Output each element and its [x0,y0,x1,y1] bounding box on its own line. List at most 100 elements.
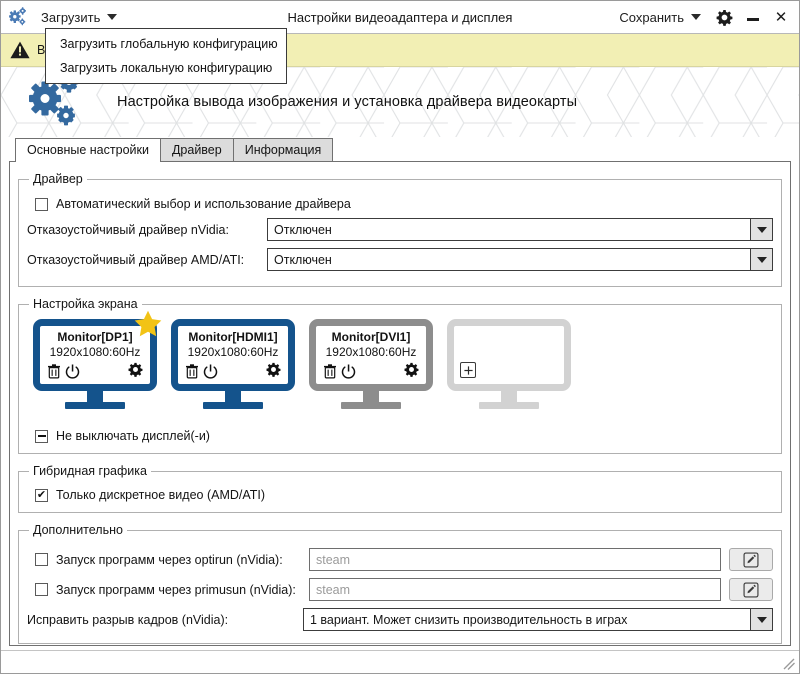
monitor-stand-base [341,402,401,409]
primusrun-edit-button[interactable] [729,578,773,601]
discrete-only-row[interactable]: ✔ Только дискретное видео (AMD/ATI) [35,488,773,502]
monitor-name: Monitor[DVI1] [331,330,411,344]
chevron-down-icon [691,14,701,20]
trash-icon[interactable] [47,363,61,379]
tearfree-label: Исправить разрыв кадров (nVidia): [27,612,229,627]
pencil-square-icon [743,551,759,568]
chevron-down-icon [107,14,118,20]
monitor-add-slot[interactable] [447,319,571,409]
plus-icon[interactable] [460,362,476,378]
monitor-stand-base [479,402,539,409]
auto-driver-row[interactable]: Автоматический выбор и использование дра… [35,197,773,211]
tab-bar: Основные настройки Драйвер Информация [1,137,799,162]
screen-group-legend: Настройка экрана [33,297,138,311]
discrete-only-checkbox[interactable]: ✔ [35,488,48,502]
amd-fallback-label: Отказоустойчивый драйвер AMD/ATI: [27,252,245,267]
keep-display-on-checkbox[interactable] [35,429,48,443]
primusrun-input[interactable]: steam [309,578,721,601]
close-icon: ✕ [774,9,788,26]
load-dropdown-menu[interactable]: Загрузить глобальную конфигурацию Загруз… [45,28,287,84]
optirun-label: Запуск программ через optirun (nVidia): [56,552,283,567]
advanced-group-legend: Дополнительно [33,523,123,537]
monitor-name: Monitor[DP1] [57,330,133,344]
discrete-only-label: Только дискретное видео (AMD/ATI) [56,488,266,502]
driver-group-legend: Драйвер [33,172,83,186]
tearfree-combobox[interactable]: 1 вариант. Может снизить производительно… [303,608,773,631]
app-icon [1,1,35,34]
monitor-screen: Monitor[DP1] 1920x1080:60Hz [33,319,157,391]
menu-item-load-global[interactable]: Загрузить глобальную конфигурацию [60,37,278,51]
save-menu-button[interactable]: Сохранить [613,7,709,28]
warning-text: В [37,43,46,57]
keep-display-on-row[interactable]: Не выключать дисплей(-и) [35,429,773,443]
load-menu-label: Загрузить [41,9,101,25]
monitor-stand-neck [363,391,379,402]
primusrun-row: Запуск программ через primusun (nVidia):… [27,578,773,601]
primary-star-icon[interactable] [134,310,162,337]
gear-icon[interactable] [404,362,419,377]
monitor-stand-neck [225,391,241,402]
monitor-list: Monitor[DP1] 1920x1080:60Hz [27,310,773,411]
monitor-stand-neck [87,391,103,402]
menu-item-load-local[interactable]: Загрузить локальную конфигурацию [60,61,273,75]
advanced-group: Дополнительно Запуск программ через opti… [18,523,782,644]
optirun-input[interactable]: steam [309,548,721,571]
auto-driver-checkbox[interactable] [35,197,48,211]
gear-icon[interactable] [266,362,281,377]
tab-main-settings[interactable]: Основные настройки [15,138,161,162]
title-bar-controls: Сохранить ✕ [613,2,799,32]
monitor-card[interactable]: Monitor[DVI1] 1920x1080:60Hz [309,319,433,409]
amd-fallback-combobox[interactable]: Отключен [267,248,773,271]
auto-driver-label: Автоматический выбор и использование дра… [56,197,351,211]
power-icon[interactable] [203,364,218,379]
tab-content-main-settings: Драйвер Автоматический выбор и использов… [9,161,791,646]
tab-driver[interactable]: Драйвер [159,138,234,162]
optirun-row: Запуск программ через optirun (nVidia): … [27,548,773,571]
monitor-stand-neck [501,391,517,402]
primusrun-label: Запуск программ через primusun (nVidia): [56,582,296,597]
monitor-toolbar [323,362,419,380]
resize-grip-icon[interactable] [782,657,796,671]
primusrun-checkbox[interactable] [35,583,48,596]
minimize-button[interactable] [739,2,767,32]
screen-group: Настройка экрана Monitor[DP1] 1920x1080:… [18,297,782,454]
save-menu-label: Сохранить [619,9,684,25]
optirun-edit-button[interactable] [729,548,773,571]
pencil-square-icon [743,581,759,598]
nvidia-fallback-value: Отключен [274,222,332,237]
monitor-resolution: 1920x1080:60Hz [49,345,141,359]
monitor-toolbar [185,362,281,380]
power-icon[interactable] [65,364,80,379]
optirun-checkbox[interactable] [35,553,48,566]
power-icon[interactable] [341,364,356,379]
amd-fallback-value: Отключен [274,252,332,267]
chevron-down-icon[interactable] [750,249,772,270]
monitor-name: Monitor[HDMI1] [188,330,278,344]
status-bar [1,650,799,673]
gear-icon[interactable] [128,362,143,377]
warning-triangle-icon [10,41,30,59]
minimize-icon [747,17,759,21]
trash-icon[interactable] [185,363,199,379]
amd-fallback-row: Отказоустойчивый драйвер AMD/ATI: Отключ… [27,248,773,271]
trash-icon[interactable] [323,363,337,379]
settings-button[interactable] [709,2,739,32]
monitor-resolution: 1920x1080:60Hz [187,345,279,359]
tearfree-value: 1 вариант. Может снизить производительно… [310,612,628,627]
tab-information[interactable]: Информация [232,138,334,162]
tearfree-row: Исправить разрыв кадров (nVidia): 1 вари… [27,608,773,631]
monitor-screen-empty [447,319,571,391]
monitor-card[interactable]: Monitor[HDMI1] 1920x1080:60Hz [171,319,295,409]
chevron-down-icon[interactable] [750,219,772,240]
monitor-card[interactable]: Monitor[DP1] 1920x1080:60Hz [33,310,162,409]
hybrid-graphics-group: Гибридная графика ✔ Только дискретное ви… [18,464,782,513]
load-menu-button[interactable]: Загрузить [35,7,125,28]
monitor-screen: Monitor[HDMI1] 1920x1080:60Hz [171,319,295,391]
close-button[interactable]: ✕ [767,2,795,32]
monitor-toolbar [47,362,143,380]
nvidia-fallback-combobox[interactable]: Отключен [267,218,773,241]
chevron-down-icon[interactable] [750,609,772,630]
nvidia-fallback-label: Отказоустойчивый драйвер nVidia: [27,222,229,237]
monitor-resolution: 1920x1080:60Hz [325,345,417,359]
